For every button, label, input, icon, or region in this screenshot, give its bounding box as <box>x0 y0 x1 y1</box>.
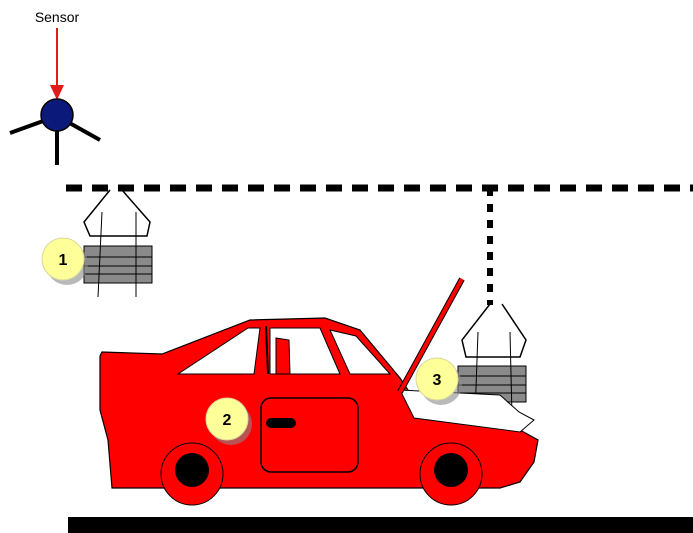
sensor-node-icon <box>10 99 100 165</box>
hoist-1 <box>84 190 152 297</box>
marker-1-label: 1 <box>59 252 68 269</box>
door-handle <box>266 418 296 428</box>
front-wheel <box>420 443 482 505</box>
marker-3-label: 3 <box>433 372 442 389</box>
floor <box>68 517 693 533</box>
sensor-arrow <box>50 28 64 100</box>
rear-wheel <box>161 443 223 505</box>
sensor-label: Sensor <box>35 9 80 25</box>
marker-2-label: 2 <box>223 412 232 429</box>
marker-1: 1 <box>42 238 88 285</box>
